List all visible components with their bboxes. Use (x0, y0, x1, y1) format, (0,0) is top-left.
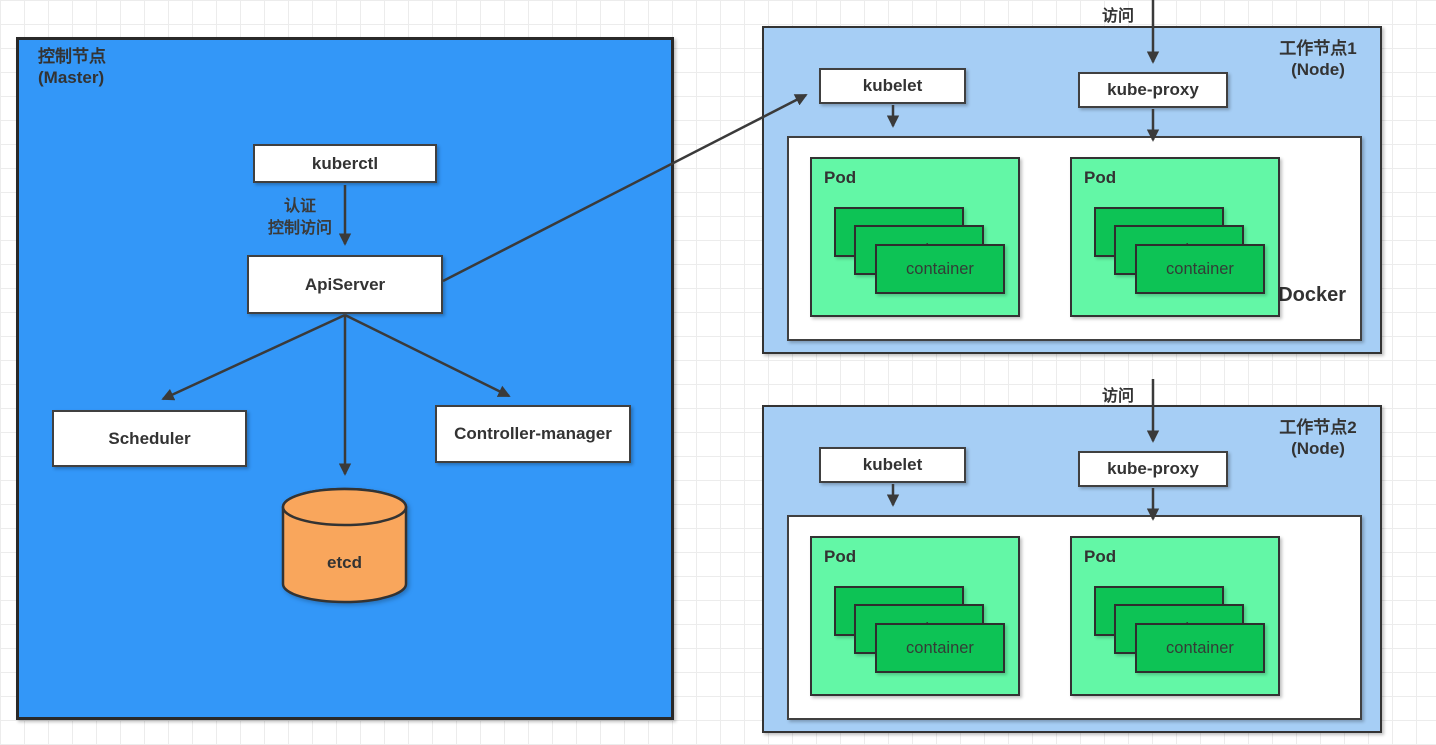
master-title-line1: 控制节点 (38, 47, 106, 66)
master-node-box[interactable] (16, 37, 674, 720)
pod-label: Pod (824, 547, 857, 566)
scheduler-box[interactable]: Scheduler (52, 410, 247, 467)
worker-node-2-title-line1: 工作节点2 (1279, 418, 1357, 437)
pod-label: Pod (1084, 168, 1117, 187)
kubelet-box-node2[interactable]: kubelet (819, 447, 966, 483)
auth-line1: 认证 (283, 198, 316, 215)
container-label: container (906, 259, 974, 278)
docker-label-node1: Docker (1278, 284, 1346, 306)
kube-proxy-label-node2: kube-proxy (1107, 459, 1199, 478)
container-label: container (906, 638, 974, 657)
worker-node-1-title-line1: 工作节点1 (1279, 39, 1357, 58)
kubelet-label-node2: kubelet (862, 455, 923, 474)
worker-node-2-title-line2: (Node) (1291, 439, 1345, 458)
worker-node-2-title: 工作节点2 (Node) (1258, 417, 1378, 459)
kube-proxy-box-node1[interactable]: kube-proxy (1078, 72, 1228, 108)
pod-box-node2-a[interactable]: Pod container container container (810, 536, 1020, 696)
pod-box-node2-b[interactable]: Pod container container container (1070, 536, 1280, 696)
master-title-line2: (Master) (38, 68, 105, 87)
container-box-front[interactable]: container (1135, 244, 1265, 294)
kubelet-label-node1: kubelet (862, 76, 923, 95)
pod-box-node1-b[interactable]: Pod container container container (1070, 157, 1280, 317)
auth-line2: 控制访问 (267, 220, 332, 237)
kuberctl-box[interactable]: kuberctl (253, 144, 437, 183)
container-box-front[interactable]: container (1135, 623, 1265, 673)
container-box-front[interactable]: container (875, 244, 1005, 294)
etcd-label: etcd (327, 553, 362, 572)
container-box-front[interactable]: container (875, 623, 1005, 673)
etcd-cylinder-shape (281, 487, 408, 604)
apiserver-label: ApiServer (304, 274, 386, 294)
container-label: container (1166, 638, 1234, 657)
worker-node-1-title-line2: (Node) (1291, 60, 1345, 79)
scheduler-label: Scheduler (108, 428, 191, 448)
apiserver-box[interactable]: ApiServer (247, 255, 443, 314)
auth-annotation: 认证 控制访问 (240, 196, 360, 240)
controller-manager-box[interactable]: Controller-manager (435, 405, 631, 463)
pod-box-node1-a[interactable]: Pod container container container (810, 157, 1020, 317)
container-label: container (1166, 259, 1234, 278)
master-title: 控制节点 (Master) (38, 46, 106, 88)
etcd-cylinder[interactable]: etcd (281, 487, 408, 604)
visit-label-node1: 访问 (1102, 8, 1135, 25)
pod-label: Pod (824, 168, 857, 187)
pod-label: Pod (1084, 547, 1117, 566)
controller-manager-label: Controller-manager (454, 424, 612, 443)
kubelet-box-node1[interactable]: kubelet (819, 68, 966, 104)
kuberctl-label: kuberctl (311, 153, 379, 173)
worker-node-1-title: 工作节点1 (Node) (1258, 38, 1378, 80)
visit-label-node2: 访问 (1102, 388, 1135, 405)
kube-proxy-box-node2[interactable]: kube-proxy (1078, 451, 1228, 487)
kube-proxy-label-node1: kube-proxy (1107, 80, 1199, 99)
